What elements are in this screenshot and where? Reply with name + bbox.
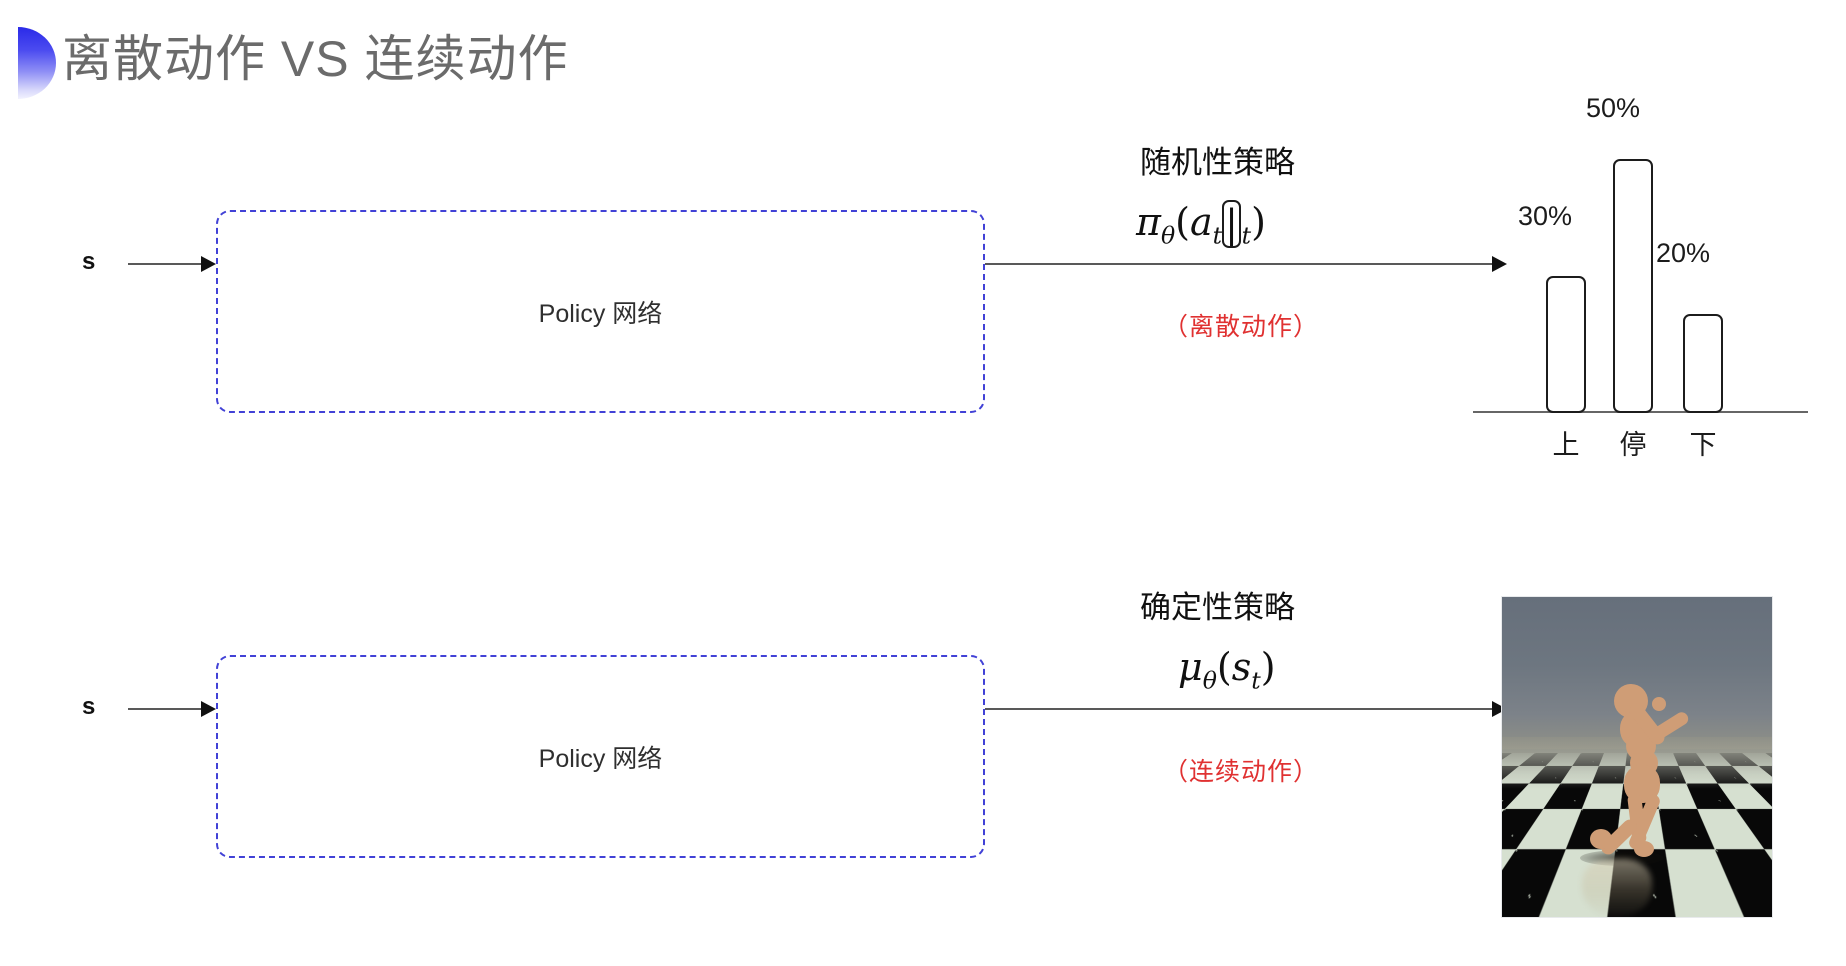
bar-category-label-2: 下 — [1689, 430, 1717, 460]
bar-value-label-2: 20% — [1655, 238, 1711, 268]
bar-category-label-0: 上 — [1552, 430, 1580, 460]
humanoid-simulation-image — [1502, 597, 1772, 917]
policy-formula-discrete: πθ(at|st) — [1136, 200, 1266, 250]
arrow-policy-to-output-discrete — [985, 263, 1505, 265]
state-label-continuous: s — [82, 693, 96, 720]
policy-network-label-continuous: Policy 网络 — [538, 744, 663, 773]
formula-subscript-theta: θ — [1202, 666, 1217, 695]
bar-value-label-1: 50% — [1585, 93, 1641, 123]
bar-value-label-0: 30% — [1517, 201, 1573, 231]
humanoid-front-foot — [1634, 841, 1654, 857]
formula-close-paren: ) — [1251, 200, 1266, 244]
state-label-discrete: s — [82, 248, 96, 275]
bar-1 — [1613, 159, 1653, 413]
formula-symbol-pi: π — [1136, 200, 1161, 244]
bar-2 — [1683, 314, 1723, 413]
action-type-note-continuous: （连续动作） — [1163, 758, 1320, 786]
formula-action-symbol: a — [1190, 200, 1213, 244]
formula-open-paren: ( — [1175, 200, 1190, 244]
action-probability-bar-chart: 30% 上 50% 停 20% 下 — [1465, 93, 1815, 460]
bar-0 — [1546, 276, 1586, 413]
formula-subscript-theta: θ — [1160, 221, 1176, 250]
arrow-state-to-policy-continuous — [128, 708, 214, 710]
policy-network-box-discrete[interactable]: Policy 网络 — [216, 210, 985, 413]
bar-category-label-1: 停 — [1619, 430, 1647, 460]
title-accent-shape — [18, 27, 56, 99]
arrow-policy-to-output-continuous — [985, 708, 1505, 710]
arrow-state-to-policy-discrete — [128, 263, 214, 265]
policy-network-label-discrete: Policy 网络 — [538, 299, 663, 328]
action-type-note-discrete: （离散动作） — [1163, 313, 1320, 341]
page-title: 离散动作 VS 连续动作 — [62, 31, 569, 87]
policy-type-label-discrete: 随机性策略 — [1140, 145, 1295, 180]
formula-state-subscript: t — [1251, 666, 1261, 695]
formula-symbol-mu: μ — [1178, 645, 1203, 689]
formula-conditional-bar: | — [1222, 200, 1241, 248]
formula-action-subscript: t — [1212, 221, 1223, 250]
humanoid-hand — [1652, 697, 1666, 711]
policy-formula-continuous: μθ(st) — [1178, 645, 1276, 695]
policy-network-box-continuous[interactable]: Policy 网络 — [216, 655, 985, 858]
policy-type-label-continuous: 确定性策略 — [1140, 590, 1295, 625]
formula-open-paren: ( — [1216, 645, 1232, 689]
formula-close-paren: ) — [1260, 645, 1276, 689]
formula-state-subscript: t — [1241, 221, 1252, 250]
formula-state-symbol: s — [1231, 645, 1252, 689]
humanoid-rear-foot — [1590, 829, 1612, 849]
sim-humanoid-reflection — [1582, 859, 1652, 917]
